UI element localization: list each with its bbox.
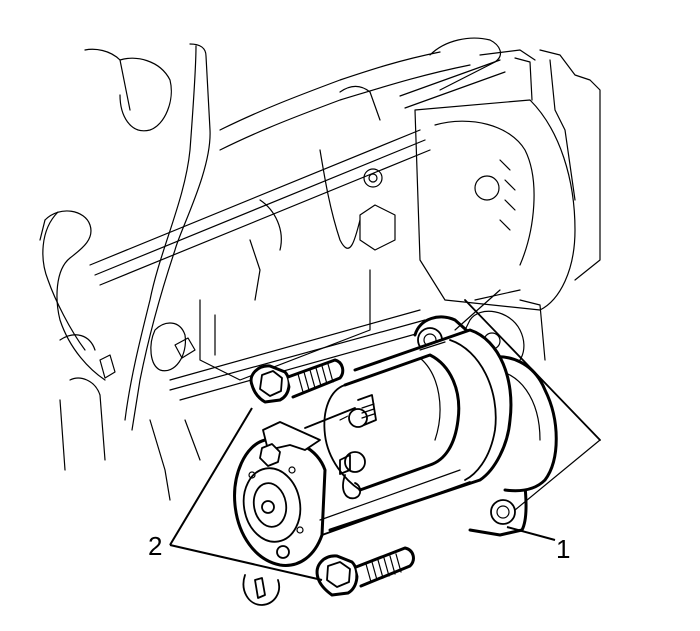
upper-bolt [249,358,345,404]
callout-label-1: 1 [556,534,571,564]
engine-block-background [39,37,601,501]
lower-bolt [315,546,415,597]
callout-label-2: 2 [148,531,163,561]
starter-motor [233,315,558,606]
callout-leaders [169,289,601,581]
